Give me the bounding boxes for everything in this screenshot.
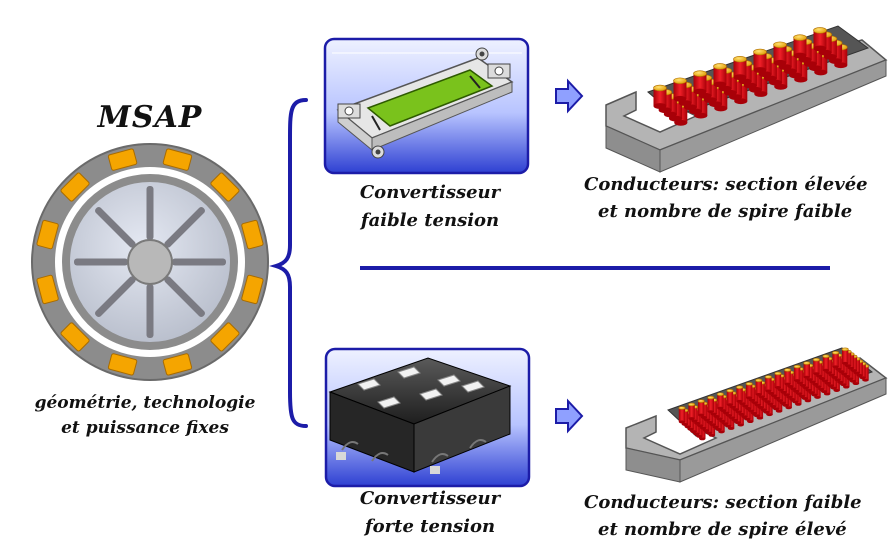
thin-conductor <box>803 361 811 379</box>
rotor-spoke <box>95 207 136 248</box>
stator-slot <box>210 172 240 202</box>
high-voltage-converter-panel <box>324 347 531 488</box>
thin-conductor-caption-line1: Conducteurs: section faible <box>584 492 862 513</box>
thin-conductor <box>784 368 792 386</box>
rotor-spoke <box>95 276 136 317</box>
thin-conductor <box>736 385 744 403</box>
thick-conductor <box>673 77 687 102</box>
thin-conductor <box>832 351 840 369</box>
rotor-spoke <box>146 186 154 240</box>
thin-conductor <box>697 399 705 417</box>
motor-cross-section <box>31 143 269 381</box>
high-voltage-converter-label-line2: forte tension <box>364 516 496 537</box>
thin-conductor <box>678 406 686 424</box>
stator-slot <box>162 353 193 376</box>
motor-caption-line2: et puissance fixes <box>61 418 229 438</box>
rotor-spoke <box>164 276 205 317</box>
rotor-spoke <box>74 258 128 266</box>
stator-slot <box>210 322 240 352</box>
stator-slot <box>107 148 138 171</box>
thin-conductor <box>822 354 830 372</box>
rotor-spoke <box>172 258 226 266</box>
stator-slot <box>60 172 90 202</box>
arrow-top <box>555 78 584 114</box>
pcb-green <box>366 69 494 127</box>
brace <box>269 98 308 428</box>
thick-conductor <box>753 48 767 73</box>
thin-conductor-caption-line2: et nombre de spire élevé <box>598 519 847 540</box>
thin-conductor <box>774 371 782 389</box>
thick-conductor-caption-line1: Conducteurs: section élevée <box>584 174 868 195</box>
shaft <box>127 239 173 285</box>
thin-conductor <box>812 357 820 376</box>
thin-conductor <box>707 395 715 414</box>
stator-slot <box>107 353 138 376</box>
thin-conductor <box>716 392 724 410</box>
stator-slot <box>36 219 59 250</box>
stator-slot <box>36 274 59 305</box>
thin-conductor <box>793 364 801 383</box>
stator-slot <box>162 148 193 171</box>
low-voltage-converter-label-line1: Convertisseur <box>359 182 501 203</box>
high-voltage-converter-label-line1: Convertisseur <box>359 488 501 509</box>
conductor-block-thick <box>605 25 888 173</box>
thick-conductor <box>793 34 807 59</box>
rotor-spokes <box>74 186 226 338</box>
thin-conductor <box>841 347 849 365</box>
rotor-spoke <box>164 207 205 248</box>
motor-title: MSAP <box>97 100 203 135</box>
thick-conductor <box>733 55 747 81</box>
stator-slot <box>241 274 264 305</box>
thick-conductor <box>773 41 787 66</box>
stator-slot <box>60 322 90 352</box>
thin-conductor <box>688 402 696 420</box>
thin-conductor <box>745 382 753 400</box>
rotor-spoke <box>146 284 154 338</box>
thin-conductor <box>755 378 763 396</box>
thick-conductor <box>693 70 707 95</box>
arrow-bottom <box>555 398 584 434</box>
thin-conductor <box>726 389 734 407</box>
stator-slot <box>241 219 264 250</box>
thin-conductor <box>764 375 772 393</box>
low-voltage-converter-label-line2: faible tension <box>360 210 500 231</box>
low-voltage-converter-panel <box>323 37 530 175</box>
motor-caption-line1: géométrie, technologie <box>34 393 256 413</box>
thick-conductor <box>653 84 667 109</box>
thick-conductor-caption-line2: et nombre de spire faible <box>598 201 853 222</box>
stator-slots <box>36 148 264 376</box>
conductor-block-thin <box>625 347 888 483</box>
thick-conductor <box>713 63 727 88</box>
thick-conductor <box>813 27 827 52</box>
